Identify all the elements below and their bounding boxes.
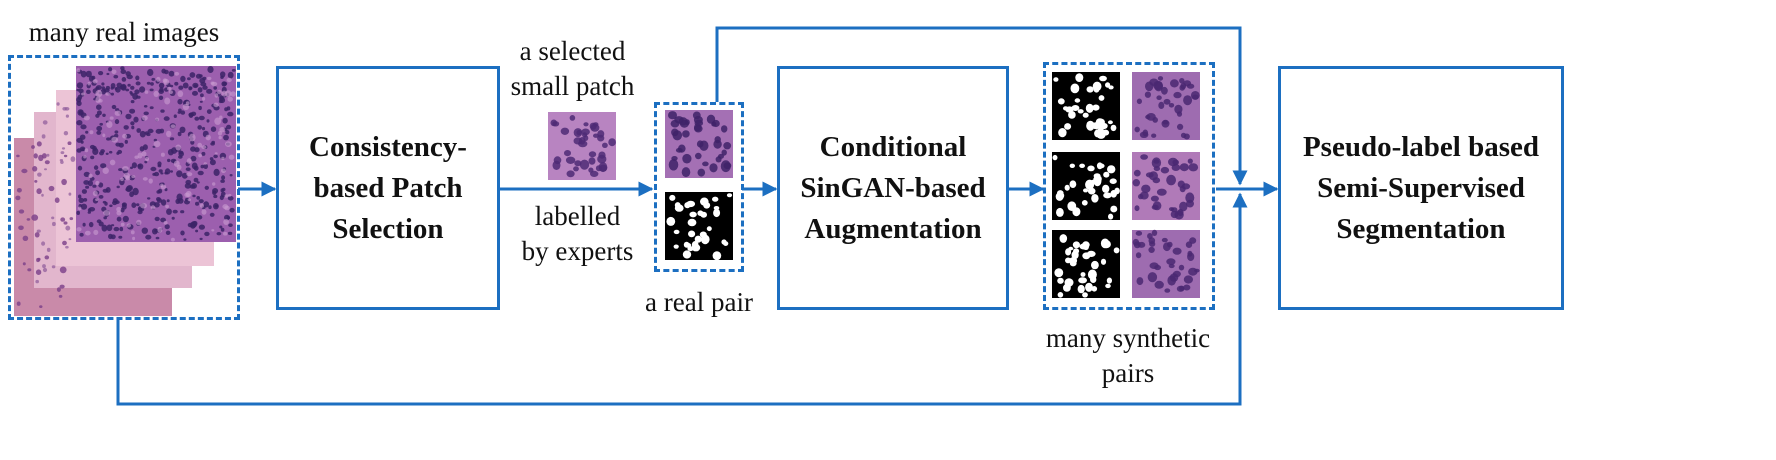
- real-pair-group: [654, 102, 744, 272]
- augmentation-box: Conditional SinGAN-based Augmentation: [777, 66, 1009, 310]
- real-images-stack: [14, 66, 236, 316]
- label-many-synthetic: many synthetic: [1045, 323, 1211, 353]
- synthetic-pairs: [1052, 72, 1200, 298]
- patch-selection-box: Consistency- based Patch Selection: [276, 66, 500, 310]
- label-pairs: pairs: [1101, 358, 1155, 388]
- real-images-group: [8, 55, 240, 320]
- label-labelled: labelled: [534, 201, 621, 231]
- segmentation-box: Pseudo-label based Semi-Supervised Segme…: [1278, 66, 1564, 310]
- label-by-experts: by experts: [521, 236, 634, 266]
- synthetic-pairs-group: [1043, 62, 1215, 310]
- patch-selection-label: Consistency- based Patch Selection: [309, 130, 467, 245]
- label-selected-patch-2: small patch: [510, 71, 635, 101]
- tissue-nuclei: [15, 66, 236, 308]
- augmentation-label: Conditional SinGAN-based Augmentation: [800, 130, 986, 245]
- label-real-pair: a real pair: [645, 287, 753, 317]
- label-many-real-images: many real images: [28, 17, 220, 47]
- label-selected-patch-1: a selected: [519, 36, 626, 66]
- top-bypass-line: [715, 26, 1248, 186]
- connectors: [116, 26, 1279, 406]
- bottom-bypass-line: [116, 192, 1248, 406]
- segmentation-label: Pseudo-label based Semi-Supervised Segme…: [1302, 130, 1540, 245]
- selected-patch: [548, 112, 616, 180]
- real-pair: [665, 110, 733, 261]
